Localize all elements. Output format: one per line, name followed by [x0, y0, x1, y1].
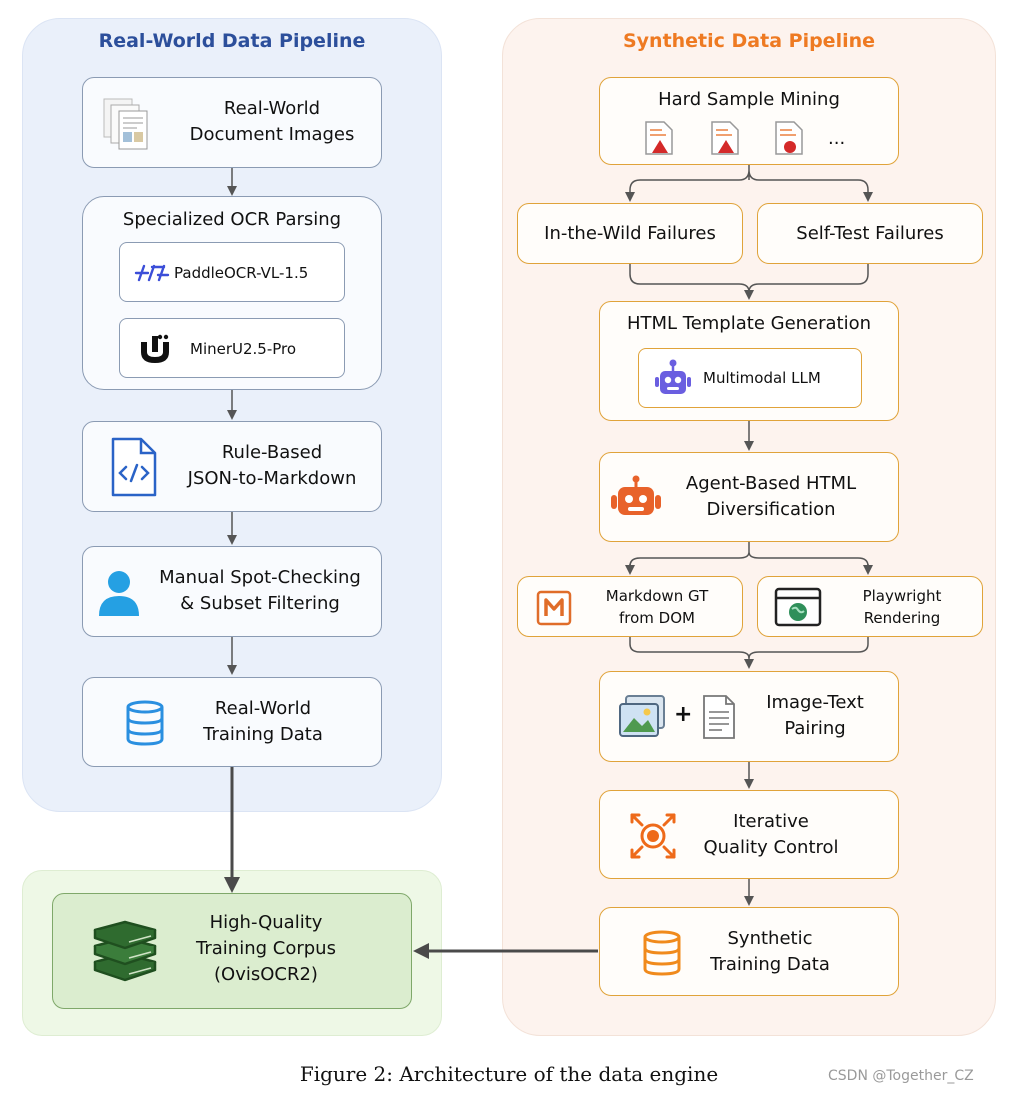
- self-test-label: Self-Test Failures: [796, 223, 944, 244]
- figure-caption: Figure 2: Architecture of the data engin…: [299, 1062, 719, 1086]
- synthetic-training-line2: Training Data: [710, 954, 830, 975]
- mineru-box: MinerU2.5-Pro: [119, 318, 345, 378]
- doc-images-box: Real-World Document Images: [82, 77, 382, 168]
- agent-robot-icon: [611, 475, 661, 515]
- code-file-icon: [111, 437, 157, 497]
- more-samples-ellipsis: ...: [828, 128, 846, 149]
- synthetic-training-box: Synthetic Training Data: [599, 907, 899, 996]
- html-template-box: HTML Template Generation Multimodal LLM: [599, 301, 899, 421]
- robot-icon: [655, 359, 691, 394]
- markdown-gt-box: Markdown GT from DOM: [517, 576, 743, 637]
- ocr-parsing-title: Specialized OCR Parsing: [122, 209, 342, 230]
- multimodal-llm-label: Multimodal LLM: [703, 369, 821, 387]
- plus-sign: +: [674, 702, 693, 727]
- quality-control-line1: Iterative: [733, 811, 809, 832]
- playwright-line1: Playwright: [862, 587, 942, 605]
- target-arrows-icon: [630, 813, 676, 859]
- corpus-line1: High-Quality: [209, 912, 323, 933]
- real-world-training-line1: Real-World: [214, 698, 312, 719]
- synthetic-training-line1: Synthetic: [727, 928, 813, 949]
- real-world-pipeline-title: Real-World Data Pipeline: [98, 30, 366, 52]
- manual-check-line1: Manual Spot-Checking: [159, 567, 361, 588]
- markdown-m-icon: [536, 590, 572, 626]
- merge-failures: [629, 264, 869, 293]
- database-icon: [126, 700, 164, 746]
- in-the-wild-label: In-the-Wild Failures: [544, 223, 716, 244]
- playwright-box: Playwright Rendering: [757, 576, 983, 637]
- merge-render: [629, 637, 869, 659]
- paddleocr-label: PaddleOCR-VL-1.5: [174, 264, 309, 282]
- corpus-box: High-Quality Training Corpus (OvisOCR2): [52, 893, 412, 1009]
- image-icon: [619, 695, 665, 737]
- warning-file-icon: [711, 121, 739, 155]
- html-template-title: HTML Template Generation: [626, 313, 872, 334]
- mineru-logo-icon: [141, 334, 169, 363]
- manual-check-line2: & Subset Filtering: [180, 593, 340, 614]
- text-document-icon: [703, 695, 735, 739]
- image-text-pairing-line2: Pairing: [784, 718, 846, 739]
- corpus-line3: (OvisOCR2): [214, 964, 318, 985]
- quality-control-box: Iterative Quality Control: [599, 790, 899, 879]
- quality-control-line2: Quality Control: [703, 837, 839, 858]
- markdown-gt-line1: Markdown GT: [605, 587, 709, 605]
- locked-file-icon: [775, 121, 803, 155]
- in-the-wild-box: In-the-Wild Failures: [517, 203, 743, 264]
- database-icon: [643, 930, 681, 976]
- agent-diversification-box: Agent-Based HTML Diversification: [599, 452, 899, 542]
- corpus-line2: Training Corpus: [196, 938, 336, 959]
- paddle-logo-icon: [134, 264, 170, 282]
- person-icon: [99, 571, 139, 616]
- agent-diversification-line1: Agent-Based HTML: [685, 473, 857, 494]
- synthetic-pipeline-title: Synthetic Data Pipeline: [622, 30, 876, 52]
- multimodal-llm-box: Multimodal LLM: [638, 348, 862, 408]
- image-text-pairing-box: + Image-Text Pairing: [599, 671, 899, 762]
- document-pages-icon: [103, 98, 148, 150]
- rule-based-line1: Rule-Based: [221, 442, 323, 463]
- markdown-gt-line2: from DOM: [619, 609, 695, 627]
- paddleocr-box: PaddleOCR-VL-1.5: [119, 242, 345, 302]
- branch-agent: [629, 542, 869, 567]
- browser-globe-icon: [774, 587, 822, 627]
- rule-based-box: Rule-Based JSON-to-Markdown: [82, 421, 382, 512]
- image-text-pairing-line1: Image-Text: [766, 692, 864, 713]
- agent-diversification-line2: Diversification: [706, 499, 836, 520]
- rule-based-line2: JSON-to-Markdown: [187, 468, 357, 489]
- books-icon: [93, 920, 157, 982]
- branch-hard-mining: [629, 165, 869, 198]
- ocr-parsing-box: Specialized OCR Parsing PaddleOCR-VL-1.5…: [82, 196, 382, 390]
- manual-check-box: Manual Spot-Checking & Subset Filtering: [82, 546, 382, 637]
- doc-images-line2: Document Images: [189, 124, 355, 145]
- self-test-box: Self-Test Failures: [757, 203, 983, 264]
- real-world-training-line2: Training Data: [203, 724, 323, 745]
- doc-images-line1: Real-World: [223, 98, 321, 119]
- playwright-line2: Rendering: [863, 609, 941, 627]
- warning-file-icon: [645, 121, 673, 155]
- hard-sample-mining-title: Hard Sample Mining: [658, 89, 840, 110]
- hard-sample-mining-box: Hard Sample Mining ...: [599, 77, 899, 165]
- mineru-label: MinerU2.5-Pro: [190, 340, 297, 358]
- watermark: CSDN @Together_CZ: [828, 1068, 974, 1084]
- real-world-training-box: Real-World Training Data: [82, 677, 382, 767]
